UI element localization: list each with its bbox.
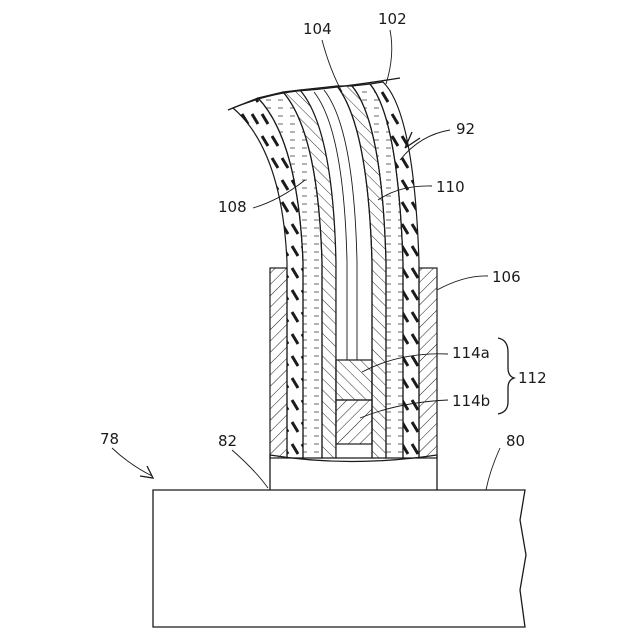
label-110: 110 (436, 178, 465, 196)
leader-78 (112, 448, 152, 476)
base-block (153, 490, 526, 627)
label-82: 82 (218, 432, 237, 450)
label-80: 80 (506, 432, 525, 450)
leader-106 (437, 276, 488, 290)
label-114a: 114a (452, 344, 490, 362)
brace-112 (498, 338, 514, 414)
label-92: 92 (456, 120, 475, 138)
label-102: 102 (378, 10, 407, 28)
label-78: 78 (100, 430, 119, 448)
label-106: 106 (492, 268, 521, 286)
arrow-78 (140, 466, 153, 478)
label-114b: 114b (452, 392, 490, 410)
leader-102 (386, 30, 392, 84)
connector-body (270, 455, 437, 490)
sleeve-right (419, 268, 437, 458)
label-112: 112 (518, 369, 547, 387)
leader-104 (322, 40, 342, 92)
sleeve-left (270, 268, 287, 458)
connector-114b (336, 400, 372, 444)
label-104: 104 (303, 20, 332, 38)
connector-114a (336, 360, 372, 400)
label-108: 108 (218, 198, 247, 216)
leader-82 (232, 450, 268, 488)
leader-80 (486, 448, 500, 490)
